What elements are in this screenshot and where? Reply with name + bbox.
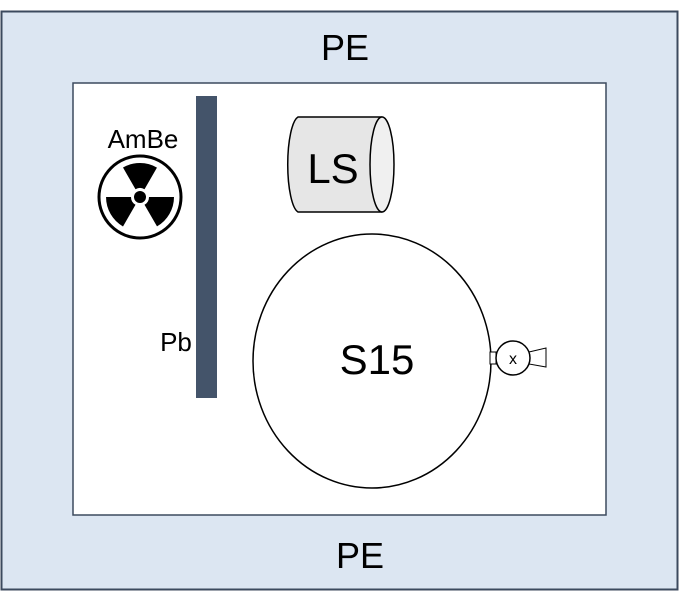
pe-label-bottom: PE — [336, 535, 384, 576]
valve-label: x — [509, 351, 517, 368]
lead-label: Pb — [160, 327, 192, 357]
sphere-valve — [489, 340, 547, 376]
ls-label: LS — [307, 145, 358, 192]
ls-detector — [286, 116, 395, 213]
s15-label: S15 — [340, 336, 415, 383]
radiation-trefoil-icon — [97, 154, 183, 240]
pe-label-top: PE — [321, 27, 369, 68]
source-label: AmBe — [108, 124, 179, 154]
valve-icon — [495, 340, 531, 376]
lead-shield-bar — [196, 96, 217, 398]
